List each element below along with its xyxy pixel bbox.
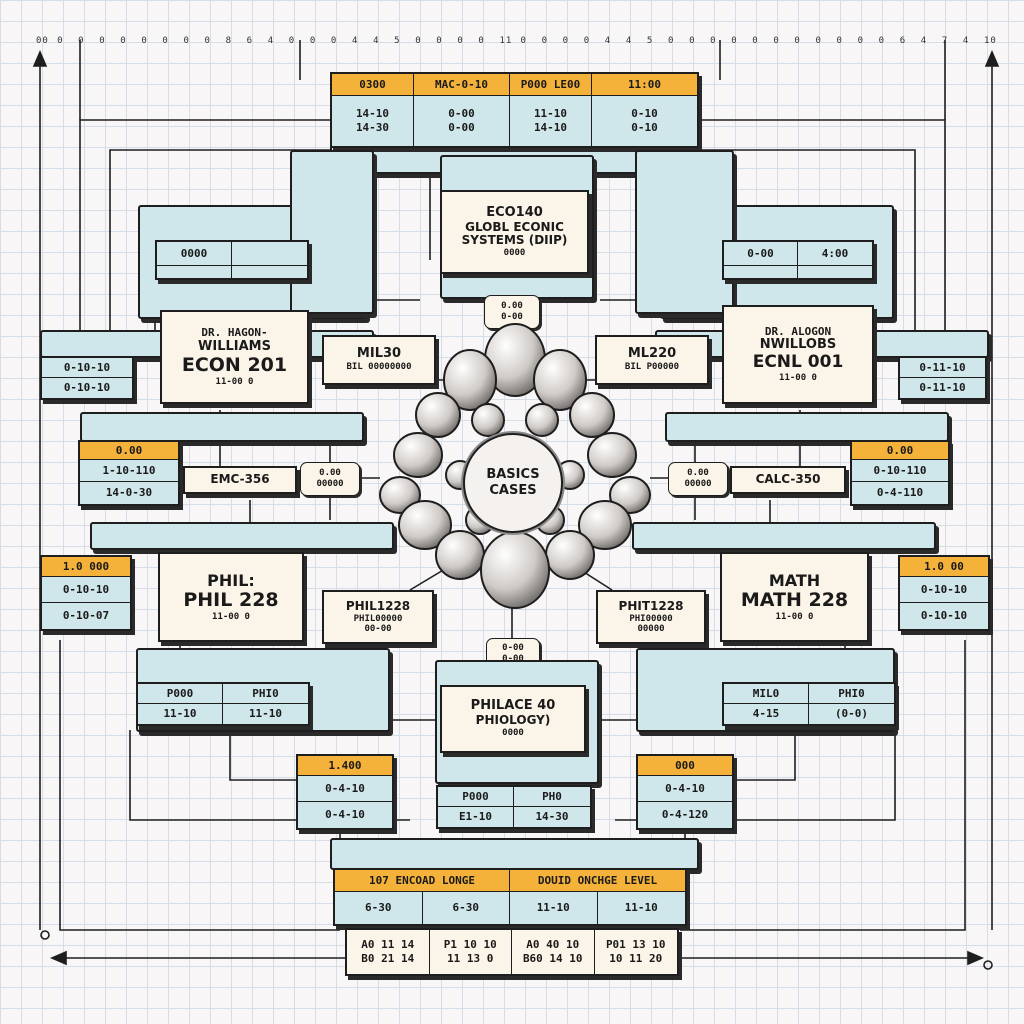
top-header-cell-2: MAC-0-10 [414,74,510,96]
econ-201-card[interactable]: DR. HAGON- WILLIAMS ECON 201 11-00 0 [160,310,309,404]
upper-right-table: 0-00 4:00 [722,240,874,280]
top-header-cell-3: P000 LE00 [510,74,592,96]
far-left-upper-table: 0-10-10 0-10-10 [40,356,134,400]
left-mid-lower-band [90,522,394,550]
lower-right-table: MIL0 PHI0 4-15 (0-0) [722,682,896,726]
ruler-tick: 11 [499,36,513,46]
ruler-tick: 0 [731,36,738,46]
ruler-tick: 00 [36,36,49,46]
ruler-tick: 0 [773,36,780,46]
upper-left-table: 0000 [155,240,309,280]
phil-228-card[interactable]: PHIL: PHIL 228 11-00 0 [158,552,304,642]
ruler-tick: 4 [962,36,970,46]
mid-right-table: 0.00 0-10-110 0-4-110 [850,440,950,506]
mid-left-table: 0.00 1-10-110 14-0-30 [78,440,180,506]
far-right-upper-table: 0-11-10 0-11-10 [898,356,987,400]
philace-40-card[interactable]: PHILACE 40 PHIOLOGY) 0000 [440,685,586,753]
lower-far-right-table: 1.0 00 0-10-10 0-10-10 [898,555,990,631]
emc-356-card[interactable]: EMC-356 [183,466,297,494]
ruler-tick: 0 [415,36,422,46]
ruler-tick: 4 [920,36,928,46]
right-lower-band [665,412,949,442]
ruler-tick: 0 [330,36,338,46]
right-mid-lower-band [632,522,936,550]
lower-far-left-table: 1.0 000 0-10-10 0-10-07 [40,555,132,631]
ruler-tick: 6 [899,36,907,46]
bottom-footer-table: 107 ENCOAD LONGE DOUID ONCHGE LEVEL 6-30… [333,868,687,926]
ruler-tick: 5 [646,36,654,46]
ruler-tick: 4 [373,36,380,46]
ruler-tick: 0 [162,36,169,46]
ml220-card[interactable]: ML220 BIL P00000 [595,335,709,385]
top-header-cell-4: 11:00 [592,74,697,96]
upper-right-tower [635,150,734,314]
ecnl-001-card[interactable]: DR. ALOGON NWILLOBS ECNL 001 11-00 0 [722,305,874,404]
ruler-tick: 0 [520,36,527,46]
ruler-tick: 7 [941,36,949,46]
right-mid-pill[interactable]: 0.00 00000 [668,462,728,496]
ruler-tick: 0 [710,36,717,46]
ruler-tick: 0 [478,36,485,46]
ruler-tick: 0 [436,36,443,46]
ruler-tick: 0 [794,36,801,46]
top-header-cell-1: 0300 [332,74,414,96]
ruler-tick: 4 [267,36,275,46]
ruler-tick: 0 [309,36,317,46]
ruler-tick: 0 [815,36,822,46]
basics-cases-hub[interactable]: BASICS CASES [463,433,563,533]
mil30-card[interactable]: MIL30 BIL 00000000 [322,335,436,385]
ruler-tick: 0 [583,36,591,46]
ruler-tick: 0 [562,36,570,46]
footer-header-left: 107 ENCOAD LONGE [335,870,510,892]
footer-header-right: DOUID ONCHGE LEVEL [510,870,685,892]
ruler-tick: 0 [541,36,549,46]
ruler-tick: 10 [984,36,997,46]
ruler-tick: 0 [457,36,464,46]
ruler-tick: 4 [352,36,359,46]
ruler-tick: 0 [668,36,675,46]
left-mid-pill[interactable]: 0.00 00000 [300,462,360,496]
calc-350-card[interactable]: CALC-350 [730,466,846,494]
ruler-tick: 6 [246,36,254,46]
ruler-tick: 4 [625,36,633,46]
ruler-tick: 0 [689,36,696,46]
bottom-left-mid-table: 1.400 0-4-10 0-4-10 [296,754,394,830]
ruler-tick: 0 [141,36,148,46]
ruler-tick: 4 [604,36,612,46]
ruler-tick: 0 [99,36,106,46]
ruler-tick: 0 [836,36,843,46]
ruler-tick: 0 [288,36,296,46]
ruler-tick: 5 [394,36,401,46]
ruler-tick: 0 [204,36,211,46]
bottom-center-table: P000 PH0 E1-10 14-30 [436,785,592,829]
ruler-tick: 0 [752,36,759,46]
left-lower-band [80,412,364,442]
bottom-footer-backplate [330,838,699,870]
ruler-tick: 8 [225,36,233,46]
phit1228-small-card[interactable]: PHIT1228 PHI00000 00000 [596,590,706,644]
econ-global-systems-card[interactable]: ECO140 GLOBL ECONIC SYSTEMS (DIIP) 0000 [440,190,589,274]
phil1228-small-card[interactable]: PHIL1228 PHIL00000 00-00 [322,590,434,644]
math-228-card[interactable]: MATH MATH 228 11-00 0 [720,552,869,642]
lower-left-table: P000 PHI0 11-10 11-10 [136,682,310,726]
ruler-tick: 0 [78,36,85,46]
upper-left-tower [290,150,374,314]
molecule-cluster-icon [379,323,651,609]
bottom-right-mid-table: 000 0-4-10 0-4-120 [636,754,734,830]
ruler-tick: 0 [857,36,865,46]
ruler-tick: 0 [878,36,886,46]
ruler-tick: 0 [183,36,190,46]
ruler-tick: 0 [120,36,127,46]
ruler-tick: 0 [57,36,64,46]
